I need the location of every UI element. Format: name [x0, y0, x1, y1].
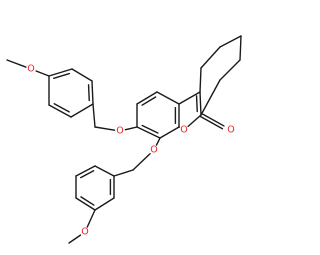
- atom-label-o-methoxy-bottom: O: [81, 227, 88, 238]
- bond-11: [93, 104, 95, 127]
- bond-40: [200, 92, 201, 115]
- bond-48: [220, 60, 240, 80]
- bond-9-double: [54, 104, 69, 112]
- bond-36: [69, 235, 80, 243]
- bond-5: [92, 81, 93, 104]
- atom-label-layer: O O O O O O: [27, 64, 234, 238]
- bond-4: [72, 69, 92, 81]
- atom-label-o-methoxy-top: O: [27, 64, 34, 75]
- bond-12: [95, 127, 115, 130]
- molecule-svg: O O O O O O: [0, 0, 250, 250]
- bond-0: [7, 60, 26, 67]
- atom-label-o-lactone-ring: O: [180, 125, 187, 136]
- bond-25: [114, 170, 133, 176]
- atom-label-o-ether-lower: O: [150, 145, 157, 156]
- bond-layer: [7, 36, 241, 243]
- atom-label-o-carbonyl: O: [227, 125, 234, 136]
- bond-31-double: [81, 197, 94, 205]
- bond-26: [95, 166, 114, 176]
- bond-45: [201, 47, 220, 68]
- bond-21-double: [142, 126, 158, 133]
- bond-2: [49, 69, 72, 76]
- bond-6-double: [89, 85, 90, 101]
- bond-1: [36, 71, 49, 76]
- bond-19: [160, 127, 179, 138]
- bond-38: [188, 115, 201, 126]
- bond-7: [71, 104, 93, 117]
- bond-15-double: [142, 97, 156, 105]
- molecule-structure-diagram: O O O O O O: [0, 0, 250, 250]
- bond-13: [125, 127, 137, 130]
- bond-16: [157, 92, 179, 104]
- atom-label-o-ether-upper: O: [116, 126, 123, 137]
- bond-49: [201, 80, 220, 115]
- bond-41-double: [197, 96, 198, 112]
- bond-47: [240, 36, 241, 60]
- bond-35: [87, 210, 95, 227]
- bond-44: [200, 68, 201, 92]
- bond-32: [95, 198, 114, 210]
- bond-46: [220, 36, 241, 47]
- bond-24: [133, 154, 150, 170]
